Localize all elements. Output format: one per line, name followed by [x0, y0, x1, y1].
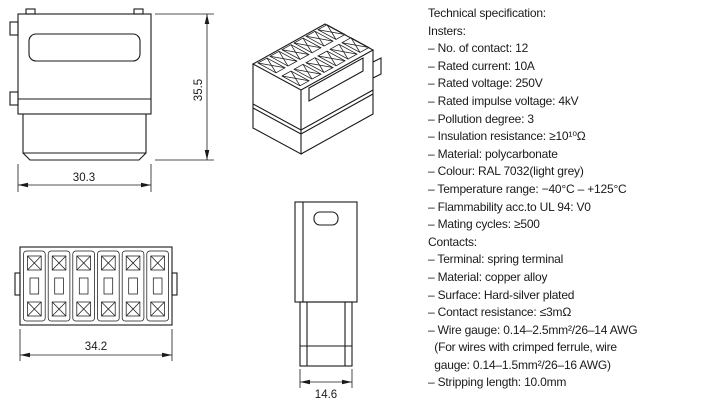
- front-view-modules: [23, 250, 169, 322]
- side-view-dimension-lines: [17, 13, 214, 192]
- spec-title: Technical specification:: [428, 6, 546, 20]
- spec-section-heading: Contacts:: [428, 234, 477, 249]
- front-view-dimension-lines: [19, 329, 173, 361]
- front-view-outline: [14, 246, 178, 326]
- isometric-outline: [251, 23, 382, 155]
- profile-view-dimension-lines: [299, 369, 353, 388]
- spec-item: – Temperature range: −40°C – +125°C: [428, 181, 627, 196]
- spec-item: – Colour: RAL 7032(light grey): [428, 164, 584, 179]
- profile-view-dimension-arrows: [300, 379, 352, 385]
- profile-view-outline: [294, 201, 358, 367]
- isometric-view-drawing: [251, 23, 382, 155]
- side-view-dimension-arrows: [18, 14, 210, 188]
- spec-item: – Material: copper alloy: [428, 269, 548, 284]
- spec-item: – Flammability acc.to UL 94: V0: [428, 199, 591, 214]
- front-view-dimension-arrows: [20, 352, 172, 358]
- side-view-outline: [9, 8, 152, 161]
- side-view-drawing: 30.3 35.5: [9, 8, 214, 192]
- spec-section-heading: Insters:: [428, 23, 466, 38]
- spec-item: – Mating cycles: ≥500: [428, 217, 540, 232]
- spec-panel: Technical specification: Insters: – No. …: [428, 5, 704, 392]
- spec-item-continuation: gauge: 0.14–1.5mm²/26–16 AWG): [428, 357, 611, 372]
- spec-item: – Stripping length: 10.0mm: [428, 375, 567, 390]
- spec-item: – Rated voltage: 250V: [428, 76, 543, 91]
- spec-item: – Insulation resistance: ≥10¹⁰Ω: [428, 129, 586, 144]
- spec-item: – Surface: Hard-silver plated: [428, 287, 575, 302]
- profile-view-drawing: 14.6: [294, 201, 358, 401]
- spec-item: – Rated impulse voltage: 4kV: [428, 93, 579, 108]
- side-view-height-dimension-label: 35.5: [193, 79, 205, 101]
- spec-item: – Terminal: spring terminal: [428, 252, 564, 267]
- front-view-drawing: 34.2: [14, 246, 178, 361]
- spec-item: – Material: polycarbonate: [428, 146, 558, 161]
- spec-item: – Contact resistance: ≤3mΩ: [428, 305, 572, 320]
- spec-item: – No. of contact: 12: [428, 41, 529, 56]
- side-view-width-dimension-label: 30.3: [73, 172, 95, 184]
- spec-item: – Wire gauge: 0.14–2.5mm²/26–14 AWG: [428, 322, 638, 337]
- spec-item: – Pollution degree: 3: [428, 111, 534, 126]
- profile-view-width-dimension-label: 14.6: [315, 389, 337, 401]
- spec-item: – Rated current: 10A: [428, 58, 535, 73]
- spec-item-continuation: (For wires with crimped ferrule, wire: [428, 340, 617, 355]
- front-view-width-dimension-label: 34.2: [85, 341, 107, 353]
